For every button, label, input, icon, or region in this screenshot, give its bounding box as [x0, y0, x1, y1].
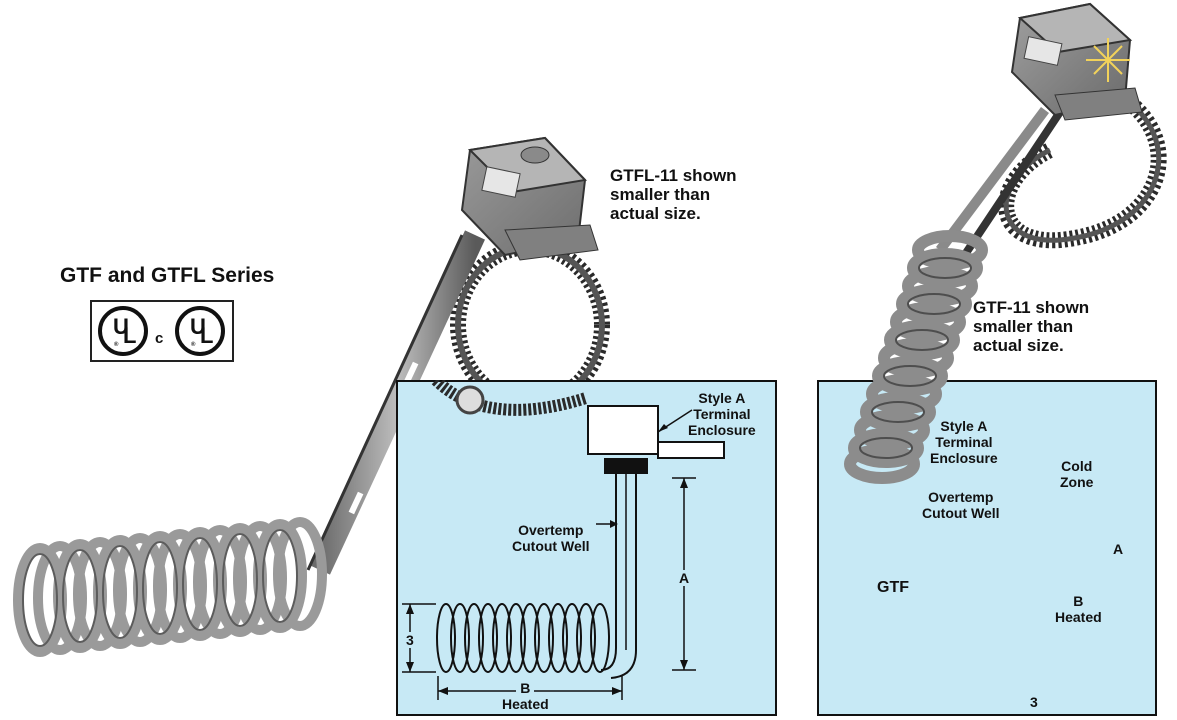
ul-logo-icon: U L ® c U L ® — [98, 306, 225, 356]
gtfl-enclosure-label-line: Style A — [698, 390, 746, 406]
gtf-overtemp-label: Overtemp Cutout Well — [922, 489, 1000, 521]
gtfl-overtemp-label-line: Overtemp — [518, 522, 584, 538]
gtf-dimension-b: B Heated — [1055, 593, 1102, 625]
ul-letter-l: L — [123, 323, 136, 348]
gtf-cold-zone-label-line: Zone — [1060, 474, 1094, 490]
gtf-cold-zone-label-line: Cold — [1061, 458, 1093, 474]
gtf-overtemp-label-line: Overtemp — [928, 489, 994, 505]
gtfl-overtemp-label: Overtemp Cutout Well — [512, 522, 590, 554]
gtfl-dimension-b-sub: Heated — [502, 696, 549, 712]
gtfl-enclosure-label-line: Terminal — [693, 406, 751, 422]
ul-certification-box: U L ® c U L ® — [90, 300, 234, 362]
gtfl-caption: GTFL-11 shown smaller than actual size. — [610, 166, 737, 223]
gtfl-overtemp-label-line: Cutout Well — [512, 538, 590, 554]
gtfl-cable-overlap — [431, 380, 588, 416]
gtfl-dimension-3: 3 — [406, 632, 414, 648]
gtfl-dimension-b: B Heated — [502, 680, 549, 712]
gtfl-caption-line: smaller than — [610, 185, 711, 204]
gtf-caption-line: GTF-11 shown — [973, 298, 1090, 317]
gtfl-diagram-panel — [396, 380, 777, 716]
gtfl-caption-line: GTFL-11 shown — [610, 166, 737, 185]
gtf-dimension-b-letter: B — [1073, 593, 1084, 609]
ul-letter-u: U — [113, 314, 129, 339]
sparkle-icon — [1086, 38, 1130, 82]
gtfl-dimension-b-letter: B — [516, 680, 535, 696]
gtfl-caption-line: actual size. — [610, 204, 701, 223]
gtf-dimension-a: A — [1113, 541, 1124, 557]
gtf-enclosure-label-line: Style A — [940, 418, 988, 434]
gtfl-enclosure-label: Style A Terminal Enclosure — [688, 390, 756, 438]
gtf-overtemp-label-line: Cutout Well — [922, 505, 1000, 521]
cul-reg-mark: ® — [191, 341, 196, 348]
gtfl-enclosure-neck — [604, 458, 648, 474]
series-title: GTF and GTFL Series — [60, 264, 275, 287]
gtf-enclosure-label: Style A Terminal Enclosure — [930, 418, 998, 466]
ul-reg-mark: ® — [114, 341, 119, 348]
gtf-enclosure-label-line: Enclosure — [930, 450, 998, 466]
cul-letter-l: L — [200, 323, 213, 348]
cul-letter-u: U — [190, 314, 206, 339]
gtf-dimension-3: 3 — [1030, 694, 1038, 710]
gtf-heater-photo — [844, 2, 1167, 484]
gtfl-enclosure-label-line: Enclosure — [688, 422, 756, 438]
gtf-model-label: GTF — [877, 579, 909, 596]
ul-c-mark: c — [155, 330, 163, 347]
gtf-dimension-b-sub: Heated — [1055, 609, 1102, 625]
gtfl-dimension-a: A — [677, 570, 692, 586]
gtf-enclosure-label-line: Terminal — [935, 434, 993, 450]
gtfl-enclosure-shape — [587, 405, 659, 455]
gtf-caption: GTF-11 shown smaller than actual size. — [973, 298, 1089, 355]
gtf-caption-line: smaller than — [973, 317, 1074, 336]
gtf-cold-zone-label: Cold Zone — [1060, 458, 1093, 490]
gtf-caption-line: actual size. — [973, 336, 1064, 355]
